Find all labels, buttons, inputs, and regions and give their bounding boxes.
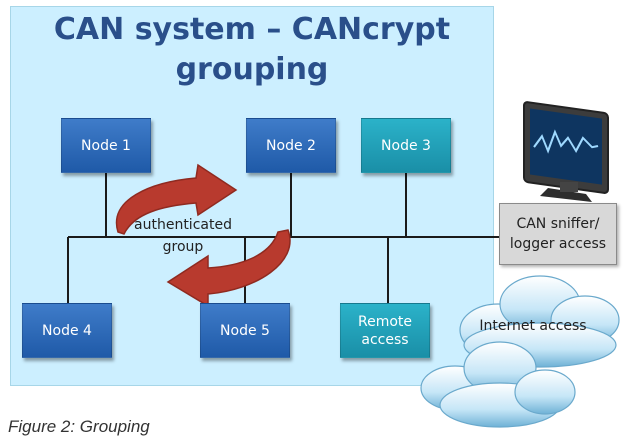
node-1: Node 1 xyxy=(61,118,151,173)
diagram-title: CAN system – CANcrypt grouping xyxy=(53,12,451,87)
node-5: Node 5 xyxy=(200,303,290,358)
can-sniffer-box: CAN sniffer/ logger access xyxy=(499,203,617,265)
monitor-icon xyxy=(523,101,609,202)
node-3: Node 3 xyxy=(361,118,451,173)
figure-caption: Figure 2: Grouping xyxy=(8,417,150,436)
internet-access-label: Internet access xyxy=(479,318,587,334)
node-4: Node 4 xyxy=(22,303,112,358)
remote-access-node: Remote access xyxy=(340,303,430,358)
authenticated-group-label: authenticated group xyxy=(134,217,232,255)
group-arrows xyxy=(115,163,291,308)
node-2: Node 2 xyxy=(246,118,336,173)
cloud-icon xyxy=(420,275,620,428)
